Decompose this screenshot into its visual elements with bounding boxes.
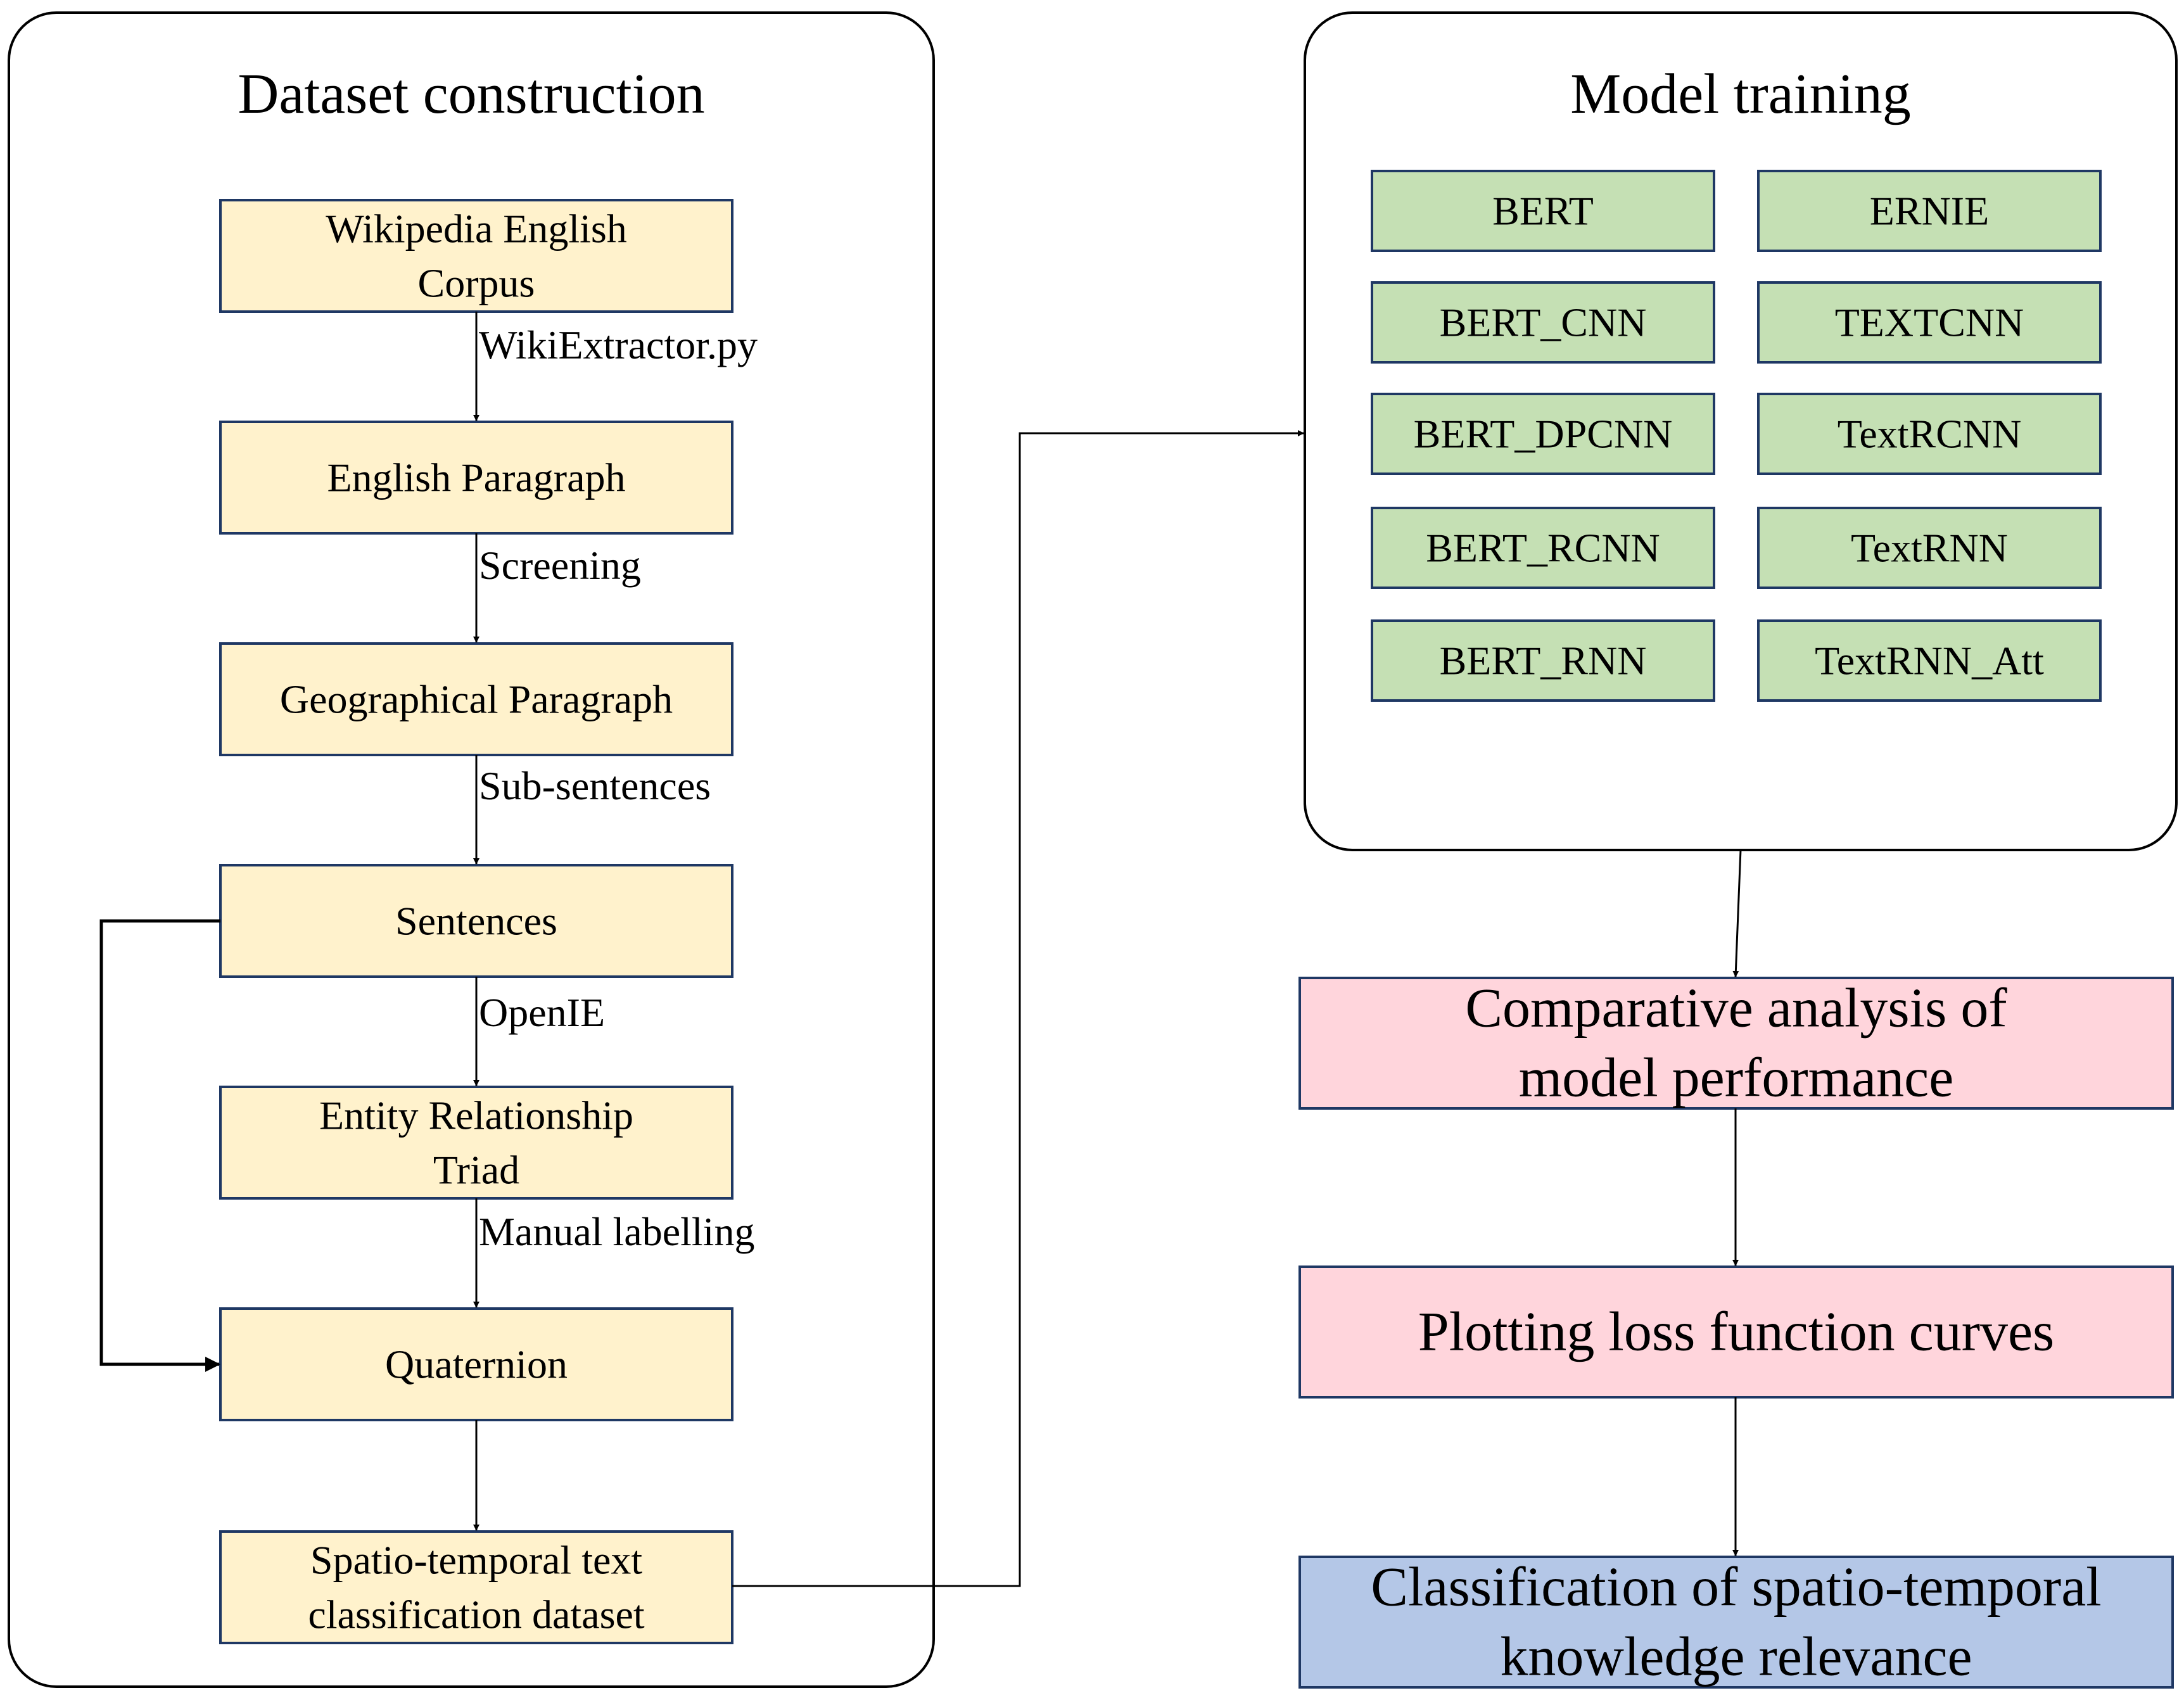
sentences-to-quaternion-arrow xyxy=(99,919,220,1372)
model-label: TextRNN_Att xyxy=(1815,638,2044,683)
model-label: BERT xyxy=(1492,189,1594,234)
model-label: BERT_DPCNN xyxy=(1414,412,1673,457)
step-label: English Paragraph xyxy=(327,455,626,500)
dataset-to-training-arrow xyxy=(732,430,1304,1587)
step-label: Triad xyxy=(433,1148,519,1193)
model-ernie: ERNIE xyxy=(1757,170,2102,252)
model-textrnn-att: TextRNN_Att xyxy=(1757,619,2102,702)
step-label: Spatio-temporal text xyxy=(310,1538,643,1583)
outcome-label: Plotting loss function curves xyxy=(1418,1302,2055,1363)
model-label: BERT_RNN xyxy=(1440,638,1647,683)
model-textrcnn: TextRCNN xyxy=(1757,393,2102,475)
model-label: BERT_RCNN xyxy=(1426,526,1660,571)
model-label: TEXTCNN xyxy=(1835,300,2024,345)
connectors: WikiExtractor.pyScreeningSub-sentencesOp… xyxy=(99,312,1742,1587)
loss-curves-box: Plotting loss function curves xyxy=(1298,1265,2174,1399)
step-label: Geographical Paragraph xyxy=(280,677,673,722)
model-bert-dpcnn: BERT_DPCNN xyxy=(1371,393,1715,475)
model-label: TextRNN xyxy=(1851,526,2008,571)
step-label: Entity Relationship xyxy=(319,1093,633,1138)
comparative-analysis-box: Comparative analysis of model performance xyxy=(1298,977,2174,1110)
quaternion-box: Quaternion xyxy=(219,1307,733,1421)
relevance-classification-box: Classification of spatio-temporal knowled… xyxy=(1298,1556,2174,1689)
dataset-construction-panel xyxy=(8,11,935,1688)
outcome-label: knowledge relevance xyxy=(1500,1627,1972,1688)
step-label: Wikipedia English xyxy=(326,206,627,251)
edge-label: WikiExtractor.py xyxy=(479,322,758,367)
model-bert-cnn: BERT_CNN xyxy=(1371,281,1715,364)
model-bert-rcnn: BERT_RCNN xyxy=(1371,507,1715,589)
outcome-boxes: Comparative analysis of model performance… xyxy=(1298,977,2174,1689)
edge-label: Manual labelling xyxy=(479,1209,754,1254)
model-grid: BERT ERNIE BERT_CNN TEXTCNN BERT_DPCNN TextRC… xyxy=(1371,170,2102,702)
edge-label: Screening xyxy=(479,543,641,588)
outcome-label: model performance xyxy=(1519,1048,1954,1109)
model-textrnn: TextRNN xyxy=(1757,507,2102,589)
model-bert-rnn: BERT_RNN xyxy=(1371,619,1715,702)
edge-label: OpenIE xyxy=(479,990,605,1035)
model-label: BERT_CNN xyxy=(1440,300,1647,345)
training-to-analysis-arrow xyxy=(1732,849,1742,977)
english-paragraph-box: English Paragraph xyxy=(219,421,733,535)
model-label: TextRCNN xyxy=(1838,412,2022,457)
edge-label: Sub-sentences xyxy=(479,763,711,808)
model-bert: BERT xyxy=(1371,170,1715,252)
sentences-box: Sentences xyxy=(219,864,733,978)
geographical-paragraph-box: Geographical Paragraph xyxy=(219,642,733,756)
model-label: ERNIE xyxy=(1870,189,1989,234)
spatio-temporal-dataset-box: Spatio-temporal text classification datas… xyxy=(219,1530,733,1644)
dataset-panel-title: Dataset construction xyxy=(238,63,704,125)
outcome-label: Classification of spatio-temporal xyxy=(1371,1557,2102,1618)
outcome-label: Comparative analysis of xyxy=(1465,978,2007,1039)
model-textcnn: TEXTCNN xyxy=(1757,281,2102,364)
step-label: Quaternion xyxy=(385,1342,568,1387)
training-panel-title: Model training xyxy=(1570,63,1910,125)
step-label: Sentences xyxy=(395,899,557,944)
step-label: classification dataset xyxy=(308,1592,645,1637)
step-label: Corpus xyxy=(418,261,535,306)
